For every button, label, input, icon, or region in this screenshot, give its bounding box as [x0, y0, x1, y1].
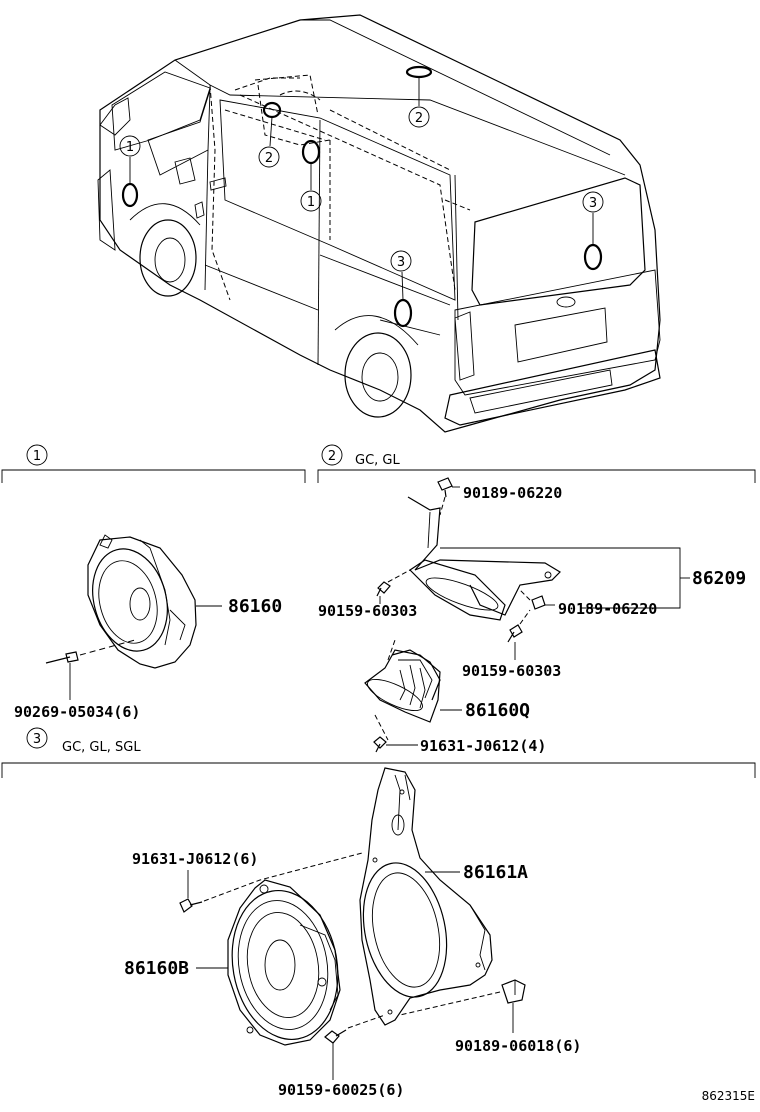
screw-90159-60025: [324, 1014, 386, 1044]
part-90189-top-label: 90189-06220: [463, 484, 562, 502]
rear-wheel: [334, 315, 419, 418]
callout-3-rear: 3: [582, 191, 604, 245]
screw-91631-lower: [179, 852, 363, 913]
callout-2-roof: 2: [408, 78, 430, 128]
callout-1-front: 1: [119, 135, 141, 184]
van-illustration: 1 2 1 2 3 3: [97, 14, 661, 433]
diagram-id: 862315E: [702, 1089, 755, 1103]
svg-text:1: 1: [126, 140, 134, 155]
part-91631-upper-label: 91631-J0612(4): [420, 737, 546, 755]
location-oval-rear-door: [583, 243, 603, 271]
clip-90189-06018: [399, 979, 526, 1016]
bracket-86209: [407, 496, 561, 621]
section-2-note: GC, GL: [355, 453, 400, 468]
svg-text:3: 3: [397, 255, 405, 270]
section-3: 3 GC, GL, SGL 86161A: [1, 727, 756, 1103]
svg-text:3: 3: [589, 196, 597, 211]
part-86160Q-label: 86160Q: [465, 700, 530, 721]
part-90189-right-label: 90189-06220: [558, 600, 657, 618]
front-wheel: [129, 203, 201, 297]
svg-text:2: 2: [265, 151, 273, 166]
location-oval-roof: [405, 65, 433, 79]
callout-3-side: 3: [390, 250, 412, 301]
location-oval-dash-right: [301, 139, 321, 165]
bolt-90189-top: [437, 477, 453, 516]
screw-90159-right: [507, 609, 531, 643]
part-90159-60025-label: 90159-60025(6): [278, 1081, 404, 1099]
section-2: 2 GC, GL 90189-06220 86209 90159-60303: [317, 444, 756, 755]
section-3-note: GC, GL, SGL: [62, 740, 141, 755]
callout-2-dash: 2: [258, 116, 280, 168]
svg-text:3: 3: [33, 732, 41, 747]
part-91631-lower-label: 91631-J0612(6): [132, 850, 258, 868]
location-oval-front-door: [121, 182, 139, 208]
location-oval-slide-door: [393, 298, 413, 328]
part-86160-label: 86160: [228, 596, 282, 617]
svg-text:2: 2: [328, 449, 336, 464]
screw-91631-upper: [373, 736, 387, 753]
speaker-86160: [87, 534, 197, 669]
bracket-86161A: [359, 767, 493, 1026]
part-86160B-label: 86160B: [124, 958, 189, 979]
speaker-86160Q: [364, 639, 441, 741]
bolt-90189-right: [519, 589, 546, 610]
svg-text:2: 2: [415, 111, 423, 126]
part-90189-06018-label: 90189-06018(6): [455, 1037, 581, 1055]
section-1: 1 86160 90269-05034(6): [1, 444, 306, 721]
speaker-86160B: [227, 879, 341, 1046]
svg-text:1: 1: [307, 195, 315, 210]
part-90159-left-label: 90159-60303: [318, 602, 417, 620]
screw-90159-left: [376, 569, 411, 597]
part-90269-label: 90269-05034(6): [14, 703, 140, 721]
callout-1-dash: 1: [300, 163, 322, 212]
svg-text:1: 1: [33, 449, 41, 464]
part-90159-right-label: 90159-60303: [462, 662, 561, 680]
part-86209-label: 86209: [692, 568, 746, 589]
part-86161A-label: 86161A: [463, 862, 528, 883]
screw-90269: [45, 639, 136, 664]
